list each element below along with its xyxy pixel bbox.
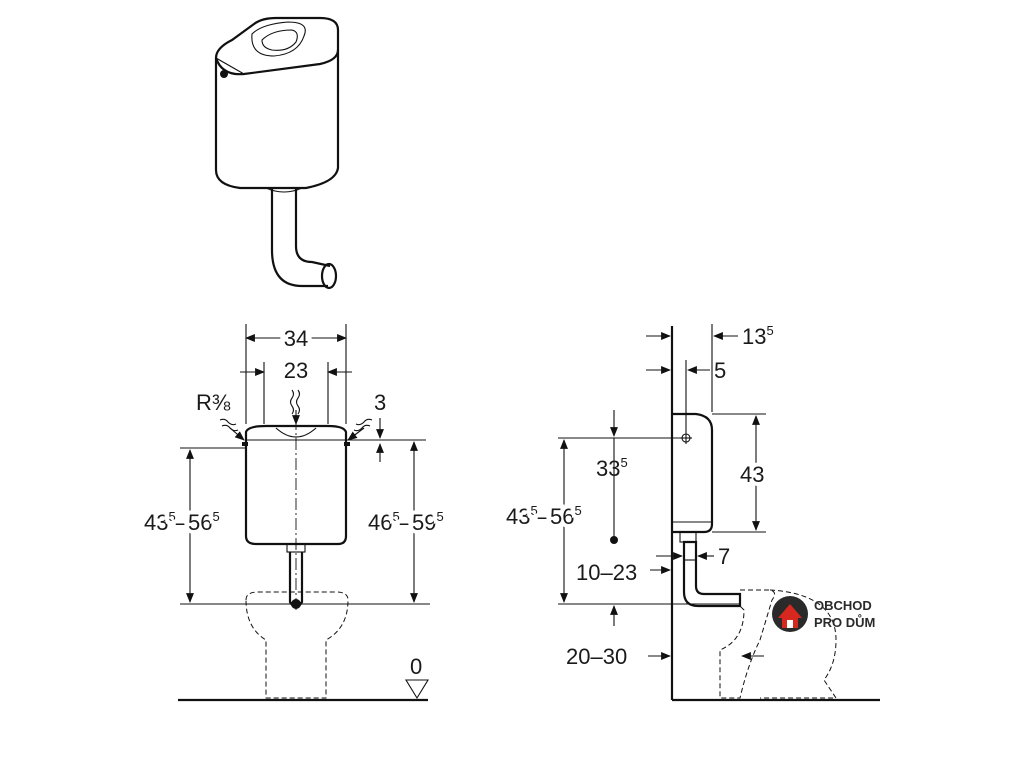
dim-lid-offset: 3 <box>374 390 386 415</box>
dim-height-left: 435–565 <box>144 509 220 535</box>
obchod-pro-dum-logo: OBCHOD PRO DŮM <box>772 596 875 632</box>
side-view: 135 5 43 335 435–565 7 10–23 20–30 <box>502 323 880 702</box>
dim-depth: 5 <box>714 358 726 383</box>
dim-width-inner: 23 <box>284 358 308 383</box>
dim-pipe-offset: 7 <box>718 544 730 569</box>
front-view: 34 23 R⅜ 3 435–5 <box>140 322 448 702</box>
floor-level-label: 0 <box>410 654 422 679</box>
dim-wall-offset: 135 <box>742 323 774 349</box>
water-inlet-symbol-left <box>219 418 245 441</box>
water-inlet-symbol-top <box>289 389 301 425</box>
cistern-3d-illustration <box>214 16 340 290</box>
water-inlet-symbol-right <box>347 418 373 441</box>
dim-pipe-range: 10–23 <box>576 560 637 585</box>
dim-width-outer: 34 <box>284 326 308 351</box>
dim-connection-thread: R⅜ <box>196 390 231 415</box>
logo-line-2: PRO DŮM <box>814 614 875 630</box>
dim-inlet-height: 335 <box>596 455 628 481</box>
dim-side-height: 435–565 <box>506 503 582 529</box>
dim-tank-height: 43 <box>740 462 764 487</box>
logo-line-1: OBCHOD <box>814 598 872 613</box>
dim-height-right: 465–595 <box>368 509 444 535</box>
dim-bowl-range: 20–30 <box>566 644 627 669</box>
